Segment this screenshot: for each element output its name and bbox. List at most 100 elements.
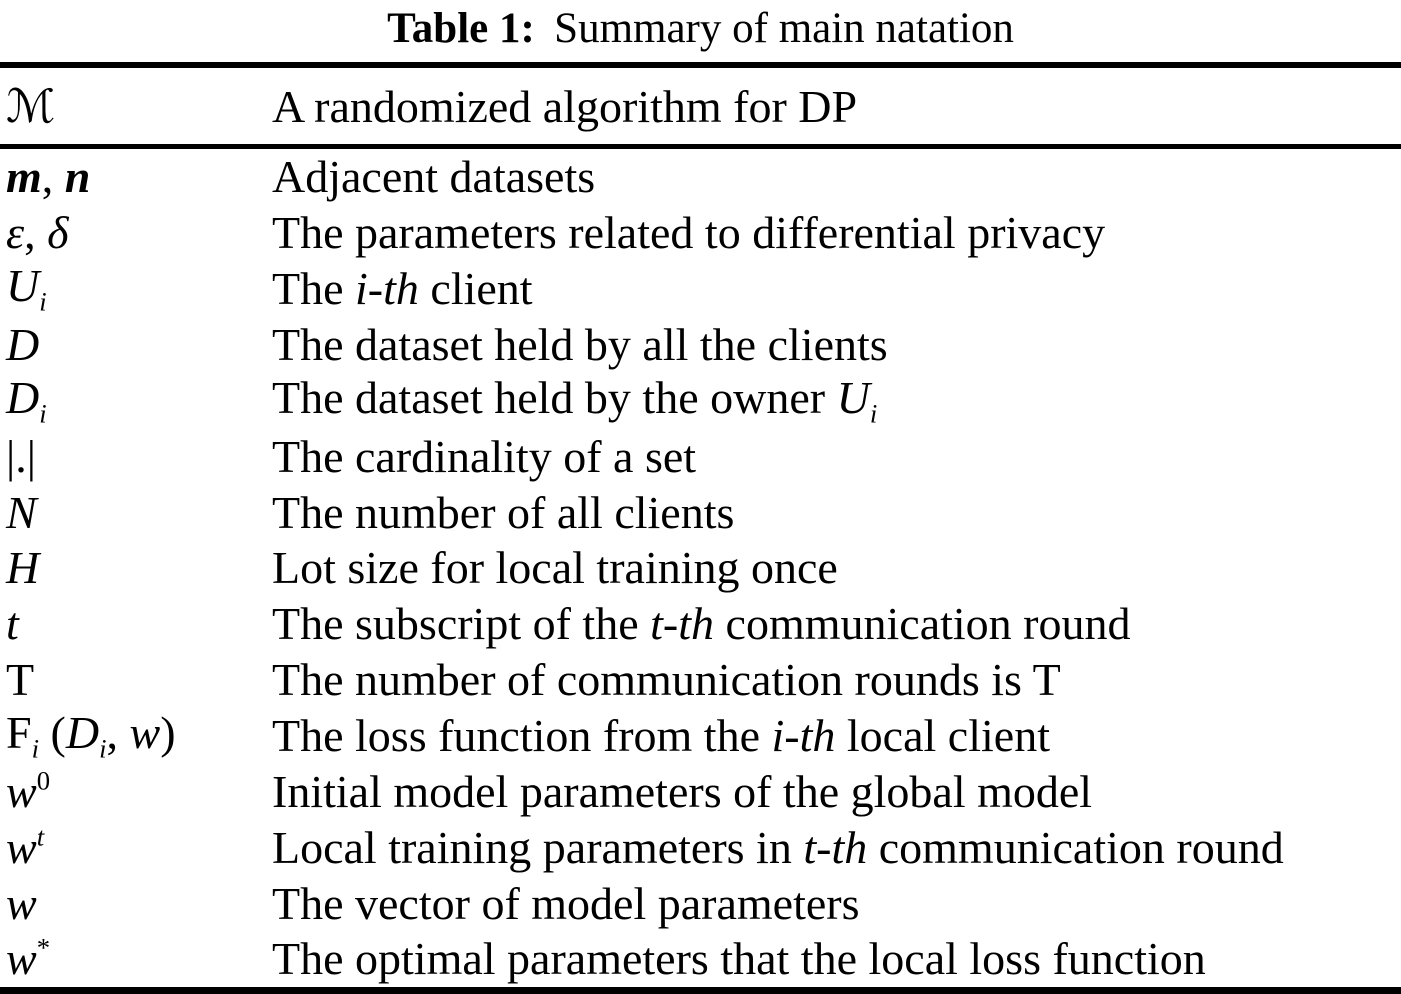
symbol-cell: Fi (Di, w)	[0, 706, 272, 764]
text-segment: The number of all clients	[272, 486, 735, 538]
text-segment: D	[6, 372, 40, 424]
table-caption-text: Summary of main natation	[554, 5, 1014, 52]
table-row: |.| The cardinality of a set	[0, 428, 1401, 484]
symbol-cell: ε, δ	[0, 206, 272, 259]
symbol-cell: D	[0, 318, 272, 371]
description-cell: Lot size for local training once	[272, 541, 1401, 594]
description-cell: Adjacent datasets	[272, 150, 1401, 203]
description-cell: The optimal parameters that the local lo…	[272, 932, 1401, 985]
symbol-cell: w0	[0, 765, 272, 818]
text-segment: w	[129, 707, 161, 759]
text-segment: The number of communication rounds is T	[272, 654, 1061, 706]
description-cell: The number of communication rounds is T	[272, 653, 1401, 706]
text-segment: The loss function from the	[272, 710, 772, 762]
text-segment: The optimal parameters that the local lo…	[272, 933, 1206, 985]
symbol-cell: |.|	[0, 430, 272, 483]
table-header-row: ℳ A randomized algorithm for DP	[0, 68, 1401, 144]
text-segment: H	[6, 542, 40, 594]
table-row: H Lot size for local training once	[0, 540, 1401, 596]
text-segment: Adjacent datasets	[272, 151, 596, 203]
text-segment: ε	[6, 207, 25, 259]
text-segment: i	[31, 733, 40, 764]
symbol-cell: m, n	[0, 150, 272, 203]
description-cell: The cardinality of a set	[272, 430, 1401, 483]
text-segment: *	[36, 933, 51, 964]
text-segment: i	[39, 398, 47, 429]
text-segment: t-th	[803, 821, 868, 873]
text-segment: The vector of model parameters	[272, 877, 860, 929]
table-bottom-rule	[0, 987, 1401, 994]
text-segment: Initial model parameters of the global m…	[272, 765, 1093, 817]
symbol-cell: w	[0, 877, 272, 930]
text-segment: The subscript of the	[272, 598, 651, 650]
table-row: t The subscript of the t-th communication…	[0, 596, 1401, 652]
text-segment: w	[6, 765, 37, 817]
description-cell: The dataset held by all the clients	[272, 318, 1401, 371]
description-cell: The subscript of the t-th communication …	[272, 597, 1401, 650]
text-segment: w	[6, 821, 37, 873]
table-caption: Table 1: Summary of main natation	[0, 0, 1401, 62]
text-segment: t-th	[650, 598, 715, 650]
text-segment: ℳ	[6, 79, 56, 133]
text-segment: i-th	[771, 710, 836, 762]
table-row: Fi (Di, w)The loss function from the i-t…	[0, 706, 1401, 764]
text-segment: D	[6, 319, 40, 370]
table-header-rule	[0, 144, 1401, 149]
text-segment: ,	[41, 151, 65, 203]
symbol-cell: Di	[0, 371, 272, 429]
text-segment: 0	[36, 765, 51, 796]
text-segment: U	[836, 372, 870, 424]
text-segment: communication round	[714, 598, 1131, 650]
description-cell: The dataset held by the owner Ui	[272, 371, 1401, 429]
table-row: N The number of all clients	[0, 484, 1401, 540]
text-segment: T	[6, 654, 35, 706]
text-segment: Local training parameters in	[272, 821, 804, 873]
text-segment: )	[160, 707, 176, 759]
description-cell: A randomized algorithm for DP	[272, 80, 1401, 133]
description-cell: Initial model parameters of the global m…	[272, 765, 1401, 818]
text-segment: U	[6, 260, 40, 312]
text-segment: i	[39, 286, 47, 317]
text-segment: t	[6, 598, 19, 650]
table-row: D The dataset held by all the clients	[0, 317, 1401, 373]
text-segment: (	[39, 707, 66, 759]
description-cell: The loss function from the i-th local cl…	[272, 709, 1401, 762]
symbol-cell: w*	[0, 932, 272, 985]
text-segment: N	[6, 486, 37, 538]
text-segment: A randomized algorithm for DP	[272, 80, 858, 132]
description-cell: The i-th client	[272, 262, 1401, 315]
text-segment: w	[6, 877, 37, 929]
table-row: T The number of communication rounds is T	[0, 652, 1401, 708]
text-segment: t	[36, 821, 45, 852]
description-cell: Local training parameters in t-th commun…	[272, 821, 1401, 874]
text-segment: n	[64, 151, 91, 203]
text-segment: ,	[106, 707, 130, 759]
text-segment: |.|	[6, 430, 36, 482]
symbol-cell: wt	[0, 821, 272, 874]
table-row: w The vector of model parameters	[0, 875, 1401, 931]
text-segment: Lot size for local training once	[272, 542, 838, 594]
description-cell: The number of all clients	[272, 486, 1401, 539]
text-segment: The parameters related to differential p…	[272, 207, 1106, 259]
table-caption-label: Table 1:	[387, 5, 535, 52]
table-top-rule	[0, 62, 1401, 68]
text-segment: m	[6, 151, 42, 203]
symbol-cell: Ui	[0, 259, 272, 317]
text-segment: w	[6, 933, 37, 985]
symbol-cell: H	[0, 541, 272, 594]
text-segment: i	[869, 398, 878, 429]
text-segment: i-th	[355, 263, 419, 315]
text-segment: δ	[47, 207, 69, 259]
text-segment: ,	[24, 207, 48, 259]
text-segment: client	[418, 263, 533, 315]
text-segment: i	[99, 733, 107, 764]
text-segment: F	[6, 707, 32, 759]
text-segment: The dataset held by all the clients	[272, 319, 888, 370]
